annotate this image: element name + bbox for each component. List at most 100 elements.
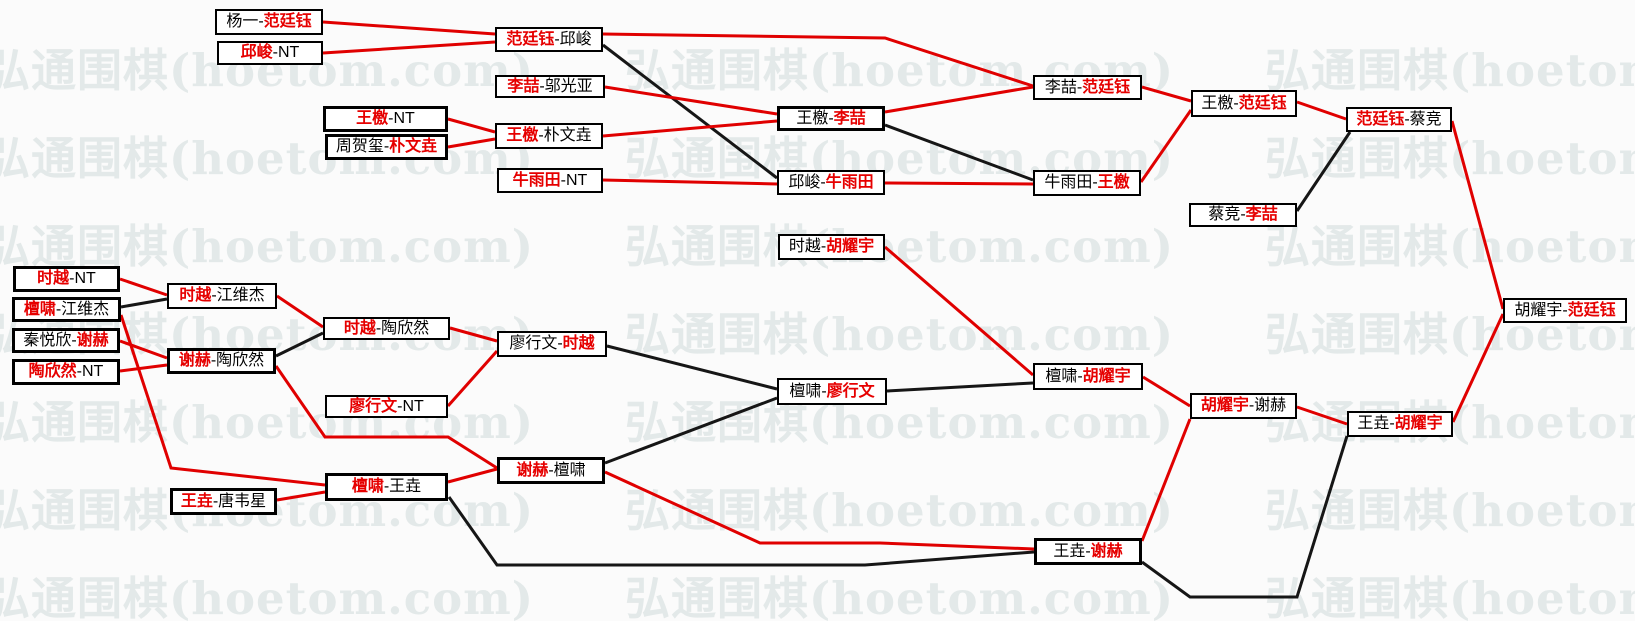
connector-win-m2-n1	[447, 467, 498, 484]
dash-separator: -	[1248, 397, 1255, 414]
player1-name: 胡耀宇	[1514, 301, 1563, 319]
connector-loss-n1-l2	[604, 396, 778, 465]
dash-separator: -	[560, 171, 566, 189]
watermark-text: 弘通围棋(hoetom.com)	[1265, 132, 1635, 185]
dash-separator: -	[383, 478, 390, 495]
match-box-n1: 谢赫-檀啸	[497, 457, 605, 484]
connector-win-i2-n1	[274, 365, 498, 470]
player2-name: NT	[393, 110, 415, 127]
connector-win-j1-k1	[449, 326, 498, 343]
dash-separator: -	[554, 30, 560, 48]
dash-separator: -	[821, 382, 827, 400]
player1-name: 王檄	[796, 109, 829, 127]
dash-separator: -	[1092, 174, 1098, 191]
player2-name: 时越	[562, 335, 595, 352]
player1-name: 王檄	[356, 110, 389, 127]
dash-separator: -	[76, 363, 82, 380]
player1-name: 时越	[179, 287, 212, 304]
connector-win-p1-r1	[1296, 405, 1348, 426]
connector-loss-c1-d2	[884, 123, 1034, 182]
player2-name: NT	[402, 397, 424, 415]
dash-separator: -	[383, 138, 390, 155]
match-box-a4: 周贺玺-朴文垚	[325, 134, 448, 160]
player1-name: 蔡竞	[1208, 206, 1241, 223]
watermark-text: 弘通围棋(hoetom.com)	[0, 220, 535, 273]
dash-separator: -	[211, 287, 217, 304]
connector-win-b4-c2	[602, 178, 778, 186]
player2-name: 李喆	[1245, 206, 1278, 223]
dash-separator: -	[55, 300, 62, 318]
match-box-l1: 时越-胡耀宇	[778, 234, 885, 260]
player2-name: NT	[278, 44, 300, 61]
connector-win-i1-j1	[276, 294, 324, 329]
dash-separator: -	[1085, 542, 1091, 560]
connector-win-d2-e1	[1139, 109, 1193, 183]
connector-win-f1-g1	[1450, 120, 1505, 310]
match-box-b4: 牛雨田-NT	[497, 168, 603, 193]
watermark-text: 弘通围棋(hoetom.com)	[1265, 220, 1635, 273]
player1-name: 谢赫	[516, 461, 549, 479]
player2-name: NT	[82, 363, 104, 380]
dash-separator: -	[388, 110, 394, 127]
connector-win-j2-k1	[446, 350, 499, 407]
connector-loss-l2-o1	[886, 381, 1034, 393]
player1-name: 时越	[37, 270, 70, 287]
watermark-text: 弘通围棋(hoetom.com)	[1265, 44, 1635, 97]
player1-name: 周贺玺	[335, 138, 384, 155]
player2-name: 谢赫	[76, 331, 109, 349]
match-box-e1: 王檄-范廷钰	[1191, 90, 1297, 117]
player2-name: 朴文垚	[543, 127, 592, 144]
player2-name: 江维杰	[61, 300, 110, 318]
match-box-m2: 檀啸-王垚	[325, 473, 448, 501]
dash-separator: -	[538, 127, 544, 144]
connector-win-m1-m2	[276, 490, 326, 502]
player2-name: 范廷钰	[1238, 94, 1287, 112]
player1-name: 檀啸	[789, 382, 822, 400]
player2-name: 胡耀宇	[826, 238, 875, 255]
match-box-h4: 陶欣然-NT	[12, 359, 120, 385]
player1-name: 牛雨田	[512, 171, 561, 189]
watermark-text: 弘通围棋(hoetom.com)	[625, 572, 1175, 621]
connector-win-r1-g1	[1451, 313, 1505, 423]
player2-name: NT	[566, 171, 588, 189]
watermark-text: 弘通围棋(hoetom.com)	[1265, 484, 1635, 537]
match-box-i1: 时越-江维杰	[167, 283, 277, 309]
player1-name: 胡耀宇	[1200, 397, 1249, 414]
match-box-d2: 牛雨田-王檄	[1033, 170, 1141, 196]
connector-win-a3-b3	[447, 117, 496, 134]
match-box-i2: 谢赫-陶欣然	[167, 348, 276, 374]
player2-name: 范廷钰	[1082, 78, 1131, 96]
player2-name: 胡耀宇	[1082, 367, 1131, 385]
connector-loss-b1-c2	[602, 43, 778, 180]
connector-win-h3-i2	[119, 339, 168, 360]
connector-win-l1-o1	[884, 245, 1034, 377]
dash-separator: -	[820, 173, 826, 191]
player1-name: 王垚	[1053, 542, 1086, 560]
player1-name: 檀啸	[23, 300, 56, 318]
player1-name: 谢赫	[178, 352, 211, 369]
player2-name: NT	[74, 270, 96, 287]
player1-name: 廖行文	[349, 397, 398, 415]
match-box-b2: 李喆-邬光亚	[495, 75, 605, 98]
player2-name: 谢赫	[1254, 397, 1287, 414]
connector-win-d1-e1	[1141, 85, 1192, 103]
player2-name: 蔡竞	[1409, 110, 1442, 128]
connector-loss-m2-q1	[447, 496, 1035, 567]
player2-name: 江维杰	[216, 287, 265, 304]
player1-name: 范廷钰	[506, 30, 555, 48]
dash-separator: -	[71, 331, 77, 349]
player1-name: 王檄	[1201, 94, 1234, 112]
dash-separator: -	[820, 238, 827, 255]
dash-separator: -	[1076, 78, 1083, 96]
player2-name: 陶欣然	[216, 352, 265, 369]
match-box-g1: 胡耀宇-范廷钰	[1503, 298, 1627, 323]
player2-name: 王垚	[389, 478, 422, 495]
player1-name: 范廷钰	[1356, 110, 1405, 128]
connector-loss-q1-r1	[1141, 435, 1349, 599]
match-box-j1: 时越-陶欣然	[323, 317, 450, 340]
match-box-q1: 王垚-谢赫	[1034, 538, 1142, 565]
player1-name: 时越	[343, 319, 376, 337]
match-box-b3: 王檄-朴文垚	[495, 123, 603, 149]
match-box-r1: 王垚-胡耀宇	[1347, 411, 1453, 437]
